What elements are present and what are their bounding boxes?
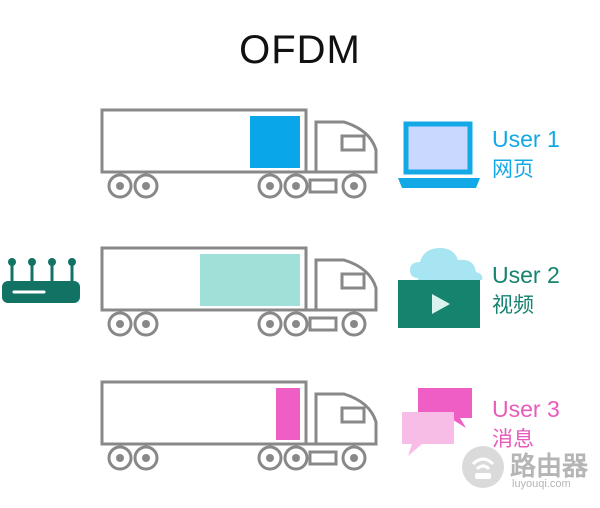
user-content-3: 消息 xyxy=(492,427,534,451)
cargo-block-1 xyxy=(250,116,300,168)
lane-user-2: User 2 视频 xyxy=(0,238,600,348)
watermark: 路由器 luyouqi.com xyxy=(460,440,600,500)
user-name-1: User 1 xyxy=(492,126,560,152)
user-content-2: 视频 xyxy=(492,293,534,317)
laptop-icon xyxy=(398,121,480,188)
lane-user-1: User 1 网页 xyxy=(0,100,600,210)
watermark-logo-icon xyxy=(462,446,504,488)
video-cloud-icon xyxy=(398,248,483,328)
truck-2 xyxy=(100,246,378,337)
user-name-3: User 3 xyxy=(492,396,560,422)
cargo-block-3 xyxy=(276,388,300,440)
watermark-text: 路由器 xyxy=(510,452,589,482)
page-title: OFDM xyxy=(239,28,361,72)
cargo-block-2 xyxy=(200,254,300,306)
user-label-2: User 2 视频 xyxy=(492,260,560,320)
router-icon xyxy=(2,258,80,303)
chat-bubbles-icon xyxy=(402,388,472,456)
watermark-sub: luyouqi.com xyxy=(512,478,571,490)
user-content-1: 网页 xyxy=(492,157,534,181)
user-label-1: User 1 网页 xyxy=(492,124,560,184)
user-name-2: User 2 xyxy=(492,262,560,288)
truck-3 xyxy=(100,380,378,471)
truck-1 xyxy=(100,108,378,199)
user-label-3: User 3 消息 xyxy=(492,394,560,454)
lane-user-3: User 3 消息 xyxy=(0,372,600,482)
